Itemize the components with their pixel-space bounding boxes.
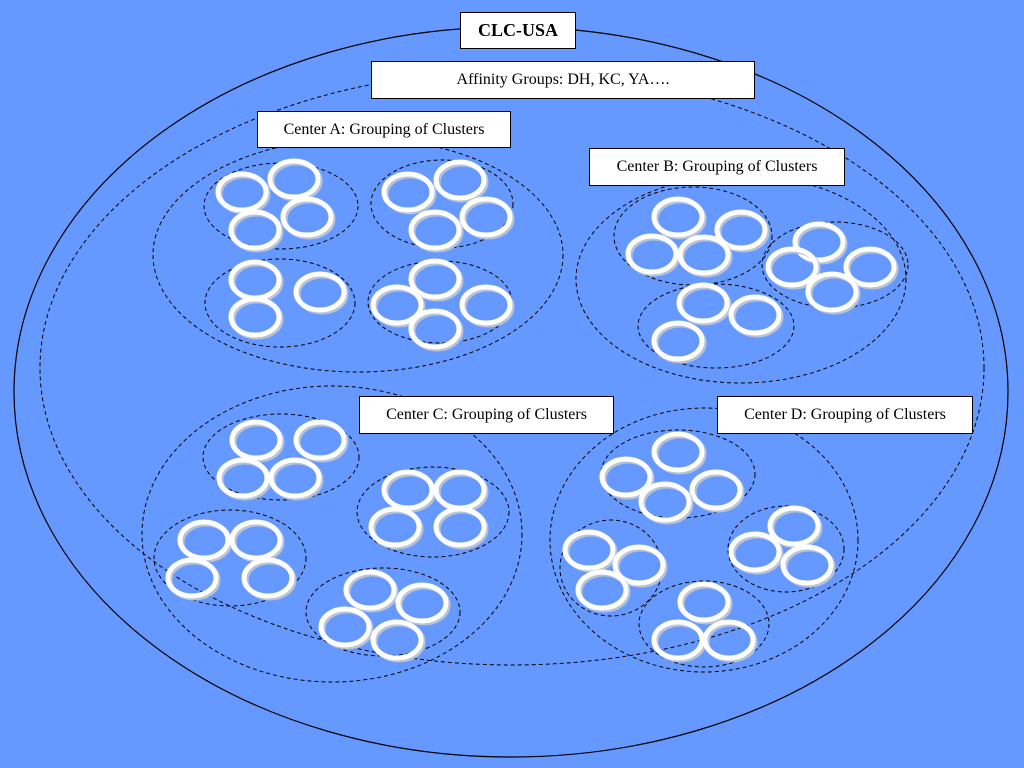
member-ring xyxy=(268,457,322,499)
center-b-boundary xyxy=(575,174,907,384)
member-ring xyxy=(676,282,730,324)
member-ring xyxy=(575,569,629,611)
member-ring xyxy=(381,469,435,511)
member-ring xyxy=(459,196,513,238)
member-ring xyxy=(408,258,462,300)
member-ring xyxy=(216,457,270,499)
cluster-boundary xyxy=(367,260,513,344)
member-ring xyxy=(229,419,283,461)
member-ring xyxy=(805,271,859,313)
cluster-boundary xyxy=(153,509,307,607)
clc-usa-title: CLC-USA xyxy=(460,12,576,49)
center-b-label: Center B: Grouping of Clusters xyxy=(589,148,845,186)
member-ring xyxy=(677,234,731,276)
member-ring xyxy=(228,209,282,251)
member-ring xyxy=(381,171,435,213)
member-ring xyxy=(229,519,283,561)
member-ring xyxy=(408,308,462,350)
member-ring xyxy=(651,320,705,362)
member-ring xyxy=(241,557,295,599)
member-ring xyxy=(177,519,231,561)
member-ring xyxy=(293,271,347,313)
member-ring xyxy=(318,606,372,648)
member-ring xyxy=(714,209,768,251)
cluster-boundary xyxy=(727,505,845,593)
member-ring xyxy=(780,544,834,586)
cluster-boundary xyxy=(761,221,909,309)
member-ring xyxy=(280,196,334,238)
member-ring xyxy=(293,419,347,461)
center-a-boundary xyxy=(152,137,564,373)
member-ring xyxy=(702,619,756,661)
member-ring xyxy=(765,246,819,288)
member-ring xyxy=(370,619,424,661)
center-d-boundary xyxy=(549,407,859,673)
member-ring xyxy=(728,531,782,573)
member-ring xyxy=(343,569,397,611)
member-ring xyxy=(370,284,424,326)
member-ring xyxy=(368,506,422,548)
member-ring xyxy=(228,259,282,301)
member-ring xyxy=(395,582,449,624)
member-ring xyxy=(215,171,269,213)
member-ring xyxy=(651,196,705,238)
member-ring xyxy=(562,529,616,571)
cluster-boundary xyxy=(638,580,770,668)
member-ring xyxy=(267,158,321,200)
member-ring xyxy=(767,505,821,547)
member-ring xyxy=(843,246,897,288)
clc-usa-boundary xyxy=(13,26,1009,758)
member-ring xyxy=(165,557,219,599)
member-ring xyxy=(625,233,679,275)
center-c-label: Center C: Grouping of Clusters xyxy=(359,396,614,434)
member-ring xyxy=(651,431,705,473)
cluster-boundary xyxy=(637,283,795,369)
cluster-boundary xyxy=(356,466,510,558)
member-ring xyxy=(459,284,513,326)
cluster-boundary xyxy=(202,413,360,501)
member-ring xyxy=(728,294,782,336)
member-ring xyxy=(792,221,846,263)
member-ring xyxy=(433,469,487,511)
member-ring xyxy=(433,506,487,548)
cluster-boundary xyxy=(204,258,356,348)
member-ring xyxy=(651,619,705,661)
member-rings xyxy=(165,158,899,663)
member-ring xyxy=(599,456,653,498)
center-d-label: Center D: Grouping of Clusters xyxy=(717,396,973,434)
member-ring xyxy=(408,209,462,251)
member-ring xyxy=(612,544,666,586)
member-ring xyxy=(689,469,743,511)
center-a-label: Center A: Grouping of Clusters xyxy=(257,111,511,148)
member-ring xyxy=(228,296,282,338)
center-c-boundary xyxy=(141,385,523,683)
member-ring xyxy=(433,159,487,201)
affinity-groups-label: Affinity Groups: DH, KC, YA…. xyxy=(371,61,755,99)
cluster-boundary xyxy=(600,429,756,519)
cluster-boundary xyxy=(305,567,461,657)
member-ring xyxy=(677,581,731,623)
member-ring xyxy=(638,481,692,523)
